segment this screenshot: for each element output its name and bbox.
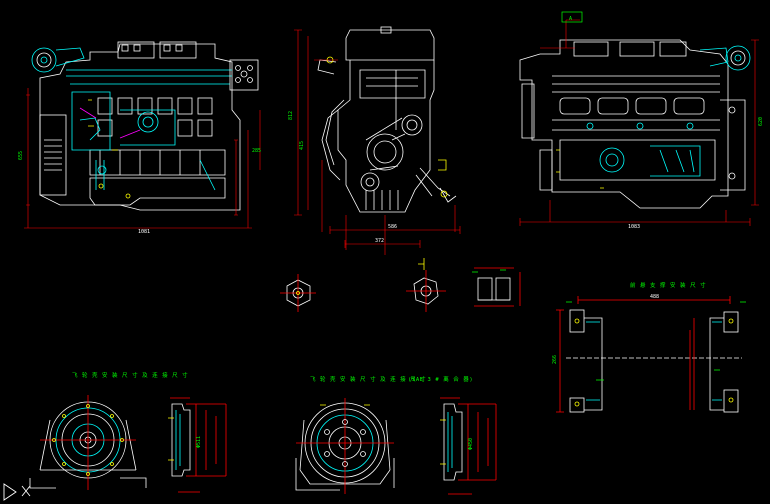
bracket-caption: 前 悬 支 撑 安 装 尺 寸 (630, 281, 706, 289)
front-center-dim: 415 (299, 141, 305, 150)
sae-note: (SAE 3 # 离 合 器) (408, 375, 473, 383)
engine-front-view (317, 26, 457, 213)
front-view-dimensions (294, 29, 461, 255)
front-height-dim: 812 (288, 111, 294, 120)
front-support-bracket-view (556, 296, 746, 413)
top-marker-label: A (569, 16, 572, 22)
flywheel-left-caption: 飞 轮 壳 安 装 尺 寸 及 连 接 尺 寸 (72, 371, 188, 379)
left-height-dim: 655 (18, 151, 24, 160)
section-detail-c (472, 267, 521, 307)
right-overall-dim: 1083 (628, 224, 640, 230)
top-section-marker: A (561, 11, 583, 23)
right-height-dim: 620 (758, 117, 764, 126)
bracket-width-dim: 488 (650, 294, 659, 300)
engine-right-side-view (519, 39, 751, 209)
right-view-dimensions (519, 19, 759, 226)
flange-b-dim: Φ450 (468, 438, 474, 450)
flywheel-housing-left-section (168, 397, 227, 493)
bracket-height-dim: 266 (552, 355, 558, 364)
flywheel-right-caption: 飞 轮 壳 安 装 尺 寸 及 连 接 尺 寸 (310, 375, 426, 383)
flywheel-housing-right (295, 398, 395, 494)
flywheel-housing-left (29, 395, 147, 490)
front-width-dim: 586 (388, 224, 397, 230)
section-detail-a (280, 274, 316, 312)
flywheel-housing-right-section (440, 397, 497, 495)
front-base-dim: 372 (375, 238, 384, 244)
ucs-axis-icon (3, 483, 31, 501)
section-detail-b (406, 258, 446, 312)
engine-left-side-view (31, 41, 259, 211)
left-overall-dim: 1081 (138, 229, 150, 235)
left-view-dimensions (24, 88, 261, 229)
left-side-dim: 285 (252, 148, 261, 154)
flange-a-dim: Φ511 (196, 436, 202, 448)
